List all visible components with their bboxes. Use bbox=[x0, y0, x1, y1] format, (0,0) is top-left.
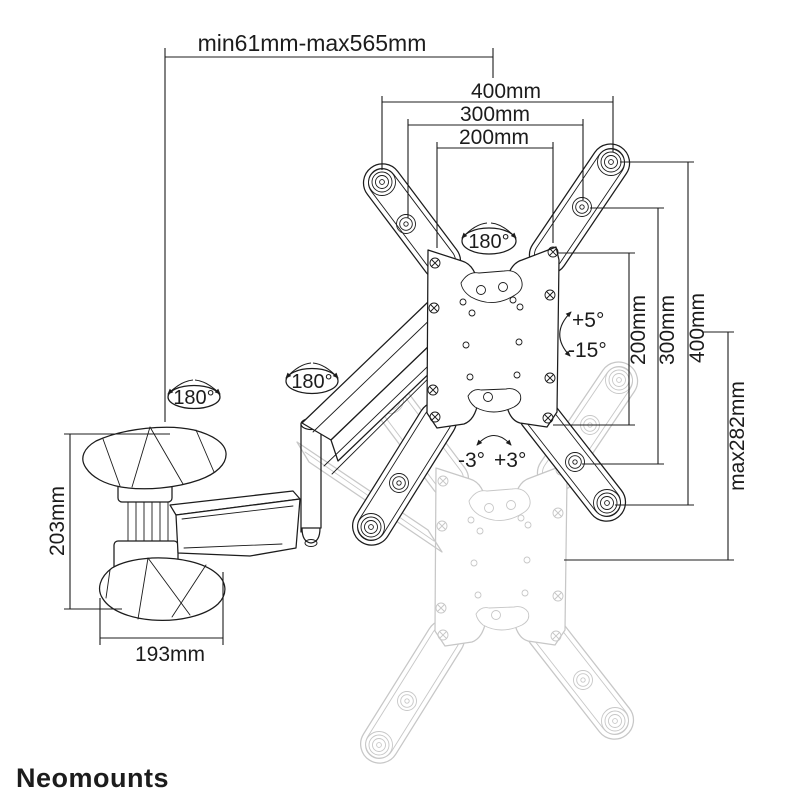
dim-vesa-width-200: 200mm bbox=[459, 126, 529, 149]
brand-logo: Neomounts bbox=[16, 763, 169, 793]
wall-swivel-label: 180° bbox=[173, 387, 214, 409]
wall-swivel-ellipse bbox=[167, 384, 221, 410]
elbow-joint bbox=[300, 417, 322, 547]
level-left-label: -3° bbox=[458, 449, 485, 472]
dim-vesa-height-200: 200mm bbox=[627, 295, 650, 365]
dimension-annotations: min61mm-max565mm 400mm 300mm 200mm 200mm… bbox=[46, 30, 749, 666]
arm-swivel-ellipse bbox=[285, 367, 339, 395]
dim-vesa-height-300: 300mm bbox=[656, 295, 679, 365]
dim-max-drop: max282mm bbox=[726, 381, 749, 491]
wall-bracket-column bbox=[127, 485, 169, 559]
wall-bracket bbox=[82, 426, 227, 621]
dim-arm-extension: min61mm-max565mm bbox=[198, 30, 427, 56]
tilt-down-label: -15° bbox=[568, 339, 607, 362]
dim-vesa-height-400: 400mm bbox=[686, 293, 709, 363]
dim-wall-plate-height: 203mm bbox=[46, 486, 69, 556]
tilt-up-label: +5° bbox=[572, 309, 604, 332]
arm-swivel-label: 180° bbox=[291, 371, 332, 393]
lower-arm-front-face bbox=[175, 498, 301, 557]
plate-swivel-label: 180° bbox=[468, 231, 509, 253]
dim-vesa-width-300: 300mm bbox=[460, 103, 530, 126]
wall-bracket-bottom-cap bbox=[98, 557, 226, 621]
dim-wall-plate-width: 193mm bbox=[135, 643, 205, 666]
dim-vesa-width-400: 400mm bbox=[471, 80, 541, 103]
plate-swivel-ellipse bbox=[461, 227, 517, 255]
level-right-label: +3° bbox=[494, 449, 526, 472]
wall-bracket-top-cap bbox=[82, 426, 227, 490]
angle-annotations: 180° 180° 180° +5° -15° -3° +3° bbox=[167, 222, 607, 472]
